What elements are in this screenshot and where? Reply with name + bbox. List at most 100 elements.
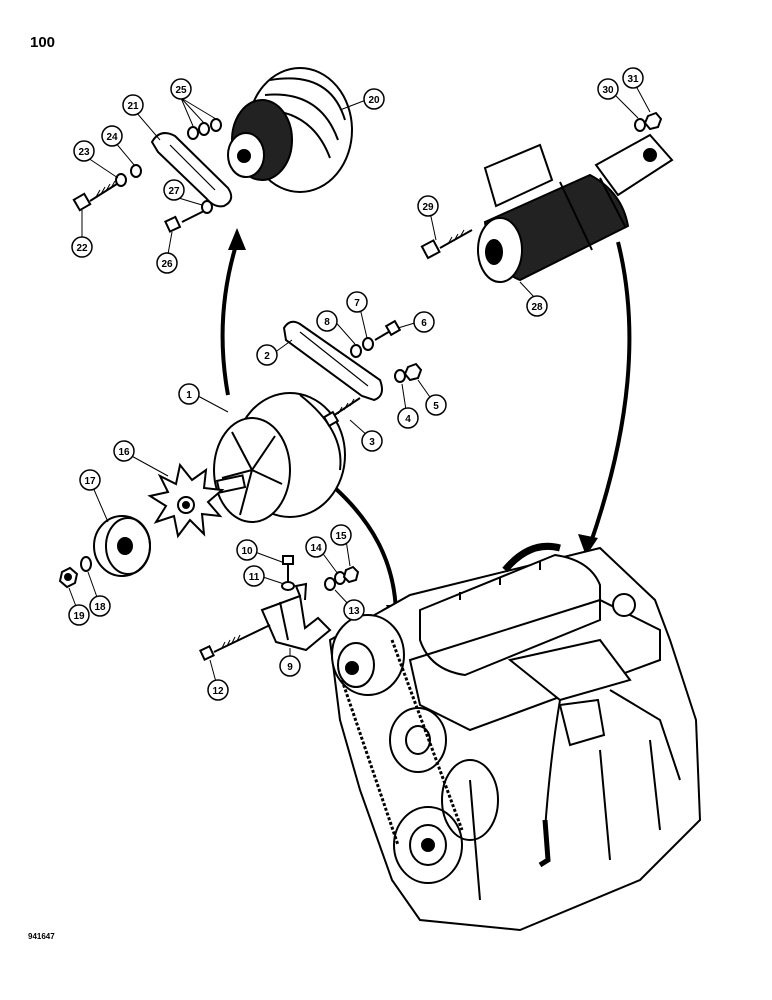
callout-5: 5 [425, 394, 447, 416]
callout-23-label: 23 [78, 147, 90, 158]
bolt-29-group [420, 229, 473, 260]
washer-7 [362, 337, 374, 351]
bolt-22-threads [95, 180, 116, 198]
callout-12-label: 12 [212, 686, 224, 697]
starter-nose-hub [643, 148, 657, 162]
bolt-12-head [199, 645, 215, 661]
callout-13: 13 [343, 599, 365, 621]
callout-4-label: 4 [405, 414, 411, 425]
arrowhead-engine-right [578, 534, 598, 556]
alternator-1-spokes [221, 431, 283, 516]
callout-26: 26 [156, 252, 178, 274]
bolt-29-shank [439, 229, 473, 249]
callout-15: 15 [330, 524, 352, 546]
upper-alternator [227, 67, 353, 193]
callout-11: 11 [243, 565, 265, 587]
oil-filler [612, 593, 636, 617]
right-bracket [609, 689, 681, 781]
callout-2-label: 2 [264, 351, 270, 362]
callout-29: 29 [417, 195, 439, 217]
callout-16: 16 [113, 440, 135, 462]
washer-30 [634, 118, 646, 132]
callout-12: 12 [207, 679, 229, 701]
callout-17-label: 17 [84, 476, 96, 487]
washer-25c [210, 118, 222, 132]
callout-18: 18 [89, 595, 111, 617]
arrow-starter-to-engine [588, 241, 632, 546]
dipstick [544, 699, 561, 831]
fasteners-18-19 [58, 556, 92, 589]
page-number: 100 [30, 34, 56, 51]
valve-cover-bolts [459, 562, 541, 600]
callout-21: 21 [122, 94, 144, 116]
nut-5 [403, 362, 423, 382]
bolt-22-shank [89, 181, 121, 202]
callout-10: 10 [236, 539, 258, 561]
alternator-1-shaft [215, 474, 247, 494]
bracket-9-body [260, 594, 332, 652]
callout-20-label: 20 [368, 95, 380, 106]
manifold [507, 638, 632, 702]
valve-cover [419, 553, 601, 677]
bolt-26-head [164, 215, 182, 233]
bolt-12-group [199, 624, 271, 661]
callout-1-label: 1 [186, 390, 192, 401]
fuel-pump [558, 698, 606, 747]
callout-13-label: 13 [348, 606, 360, 617]
callout-27: 27 [163, 179, 185, 201]
callout-19: 19 [68, 604, 90, 626]
part-callouts: 1 2 3 4 5 6 7 8 9 10 11 12 13 14 15 16 1… [68, 67, 644, 701]
callout-9: 9 [279, 655, 301, 677]
callout-22: 22 [71, 236, 93, 258]
callout-31: 31 [622, 67, 644, 89]
starter-fasteners [634, 111, 663, 132]
washer-14 [334, 571, 346, 585]
engine-front [331, 614, 499, 884]
starter-end-boss [485, 239, 503, 265]
callout-16-label: 16 [118, 447, 130, 458]
washer-18 [80, 556, 92, 572]
callout-3: 3 [361, 430, 383, 452]
callout-1: 1 [178, 383, 200, 405]
callout-14: 14 [305, 536, 327, 558]
callout-25-label: 25 [175, 85, 187, 96]
callout-20: 20 [363, 88, 385, 110]
timing-cover [441, 759, 499, 841]
nut-31 [643, 111, 663, 131]
exhaust-pipe [502, 542, 561, 573]
callout-14-label: 14 [310, 543, 322, 554]
bolt-3-group [322, 397, 361, 428]
washer-27 [201, 200, 213, 214]
middle-alternator [213, 392, 346, 523]
callout-8-label: 8 [324, 317, 330, 328]
arrowhead-up [228, 228, 246, 250]
callout-7-label: 7 [354, 298, 360, 309]
callout-22-label: 22 [76, 243, 88, 254]
lower-bracket-9 [260, 582, 332, 652]
callout-29-label: 29 [422, 202, 434, 213]
bolt-12-shank [213, 624, 271, 653]
flow-arrows [220, 241, 632, 615]
washer-13 [324, 577, 336, 591]
fasteners-4-5 [394, 362, 423, 383]
alternator-pulley-hub [237, 149, 251, 163]
bolt-26-group [164, 200, 213, 233]
bolt-22-head [72, 192, 92, 212]
washer-25b [198, 122, 210, 136]
arrow-to-upper-alternator [220, 241, 239, 396]
callout-31-label: 31 [627, 74, 639, 85]
brace-2 [282, 320, 383, 402]
callout-6: 6 [413, 311, 435, 333]
washer-11 [281, 581, 295, 591]
callout-10-label: 10 [241, 546, 253, 557]
callout-4: 4 [397, 407, 419, 429]
callout-18-label: 18 [94, 602, 106, 613]
callout-30: 30 [597, 78, 619, 100]
callout-6-label: 6 [421, 318, 427, 329]
callout-19-label: 19 [73, 611, 85, 622]
brace-21 [150, 132, 233, 208]
callout-28: 28 [526, 295, 548, 317]
pulley-bore [117, 537, 133, 555]
